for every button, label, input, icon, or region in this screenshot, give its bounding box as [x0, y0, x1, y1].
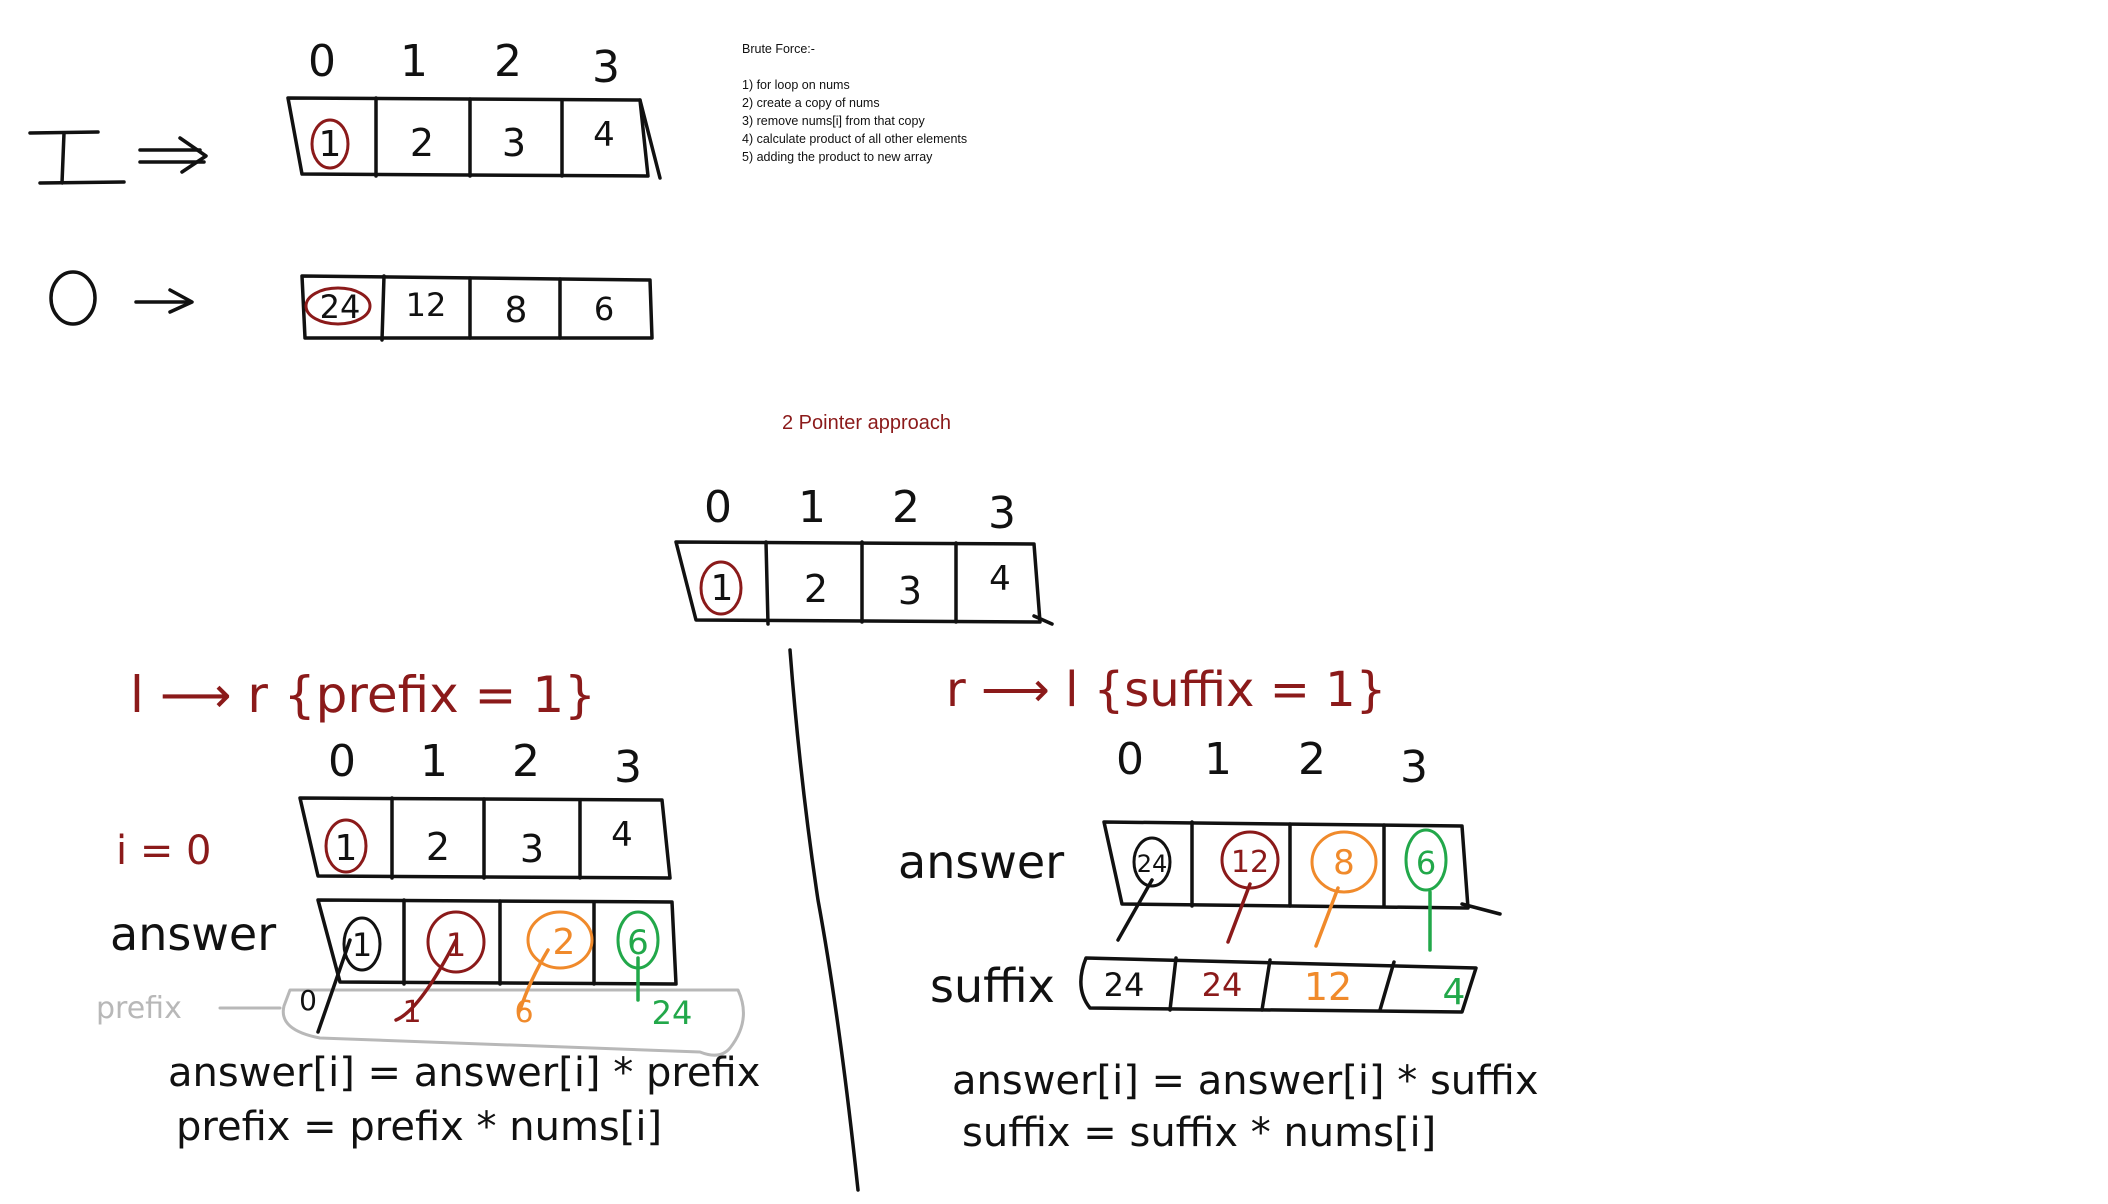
connector-line	[1116, 878, 1154, 942]
connector-line	[518, 948, 550, 1012]
array-cell: 3	[520, 827, 544, 871]
highlight-circle	[310, 118, 350, 170]
right-pass-heading: r ⟶ l {suffix = 1}	[946, 662, 1386, 718]
prefix-highlight	[281, 988, 745, 1057]
index-label: 1	[798, 482, 826, 533]
index-label: 1	[1204, 734, 1232, 785]
prefix-value: 6	[514, 995, 533, 1030]
brute-force-step: 4) calculate product of all other elemen…	[742, 132, 968, 146]
index-label: 2	[892, 482, 920, 533]
array-cell: 2	[410, 121, 434, 165]
formula-line: answer[i] = answer[i] * prefix	[168, 1050, 760, 1096]
output-arrow-icon	[134, 288, 194, 314]
two-pointer-title: 2 Pointer approach	[782, 412, 952, 434]
input-label-glyph	[28, 130, 126, 185]
brute-force-step: 5) adding the product to new array	[742, 150, 933, 164]
suffix-value: 24	[1104, 966, 1145, 1004]
index-label: 3	[592, 42, 620, 93]
loop-index-label: i = 0	[116, 828, 212, 874]
brute-force-notes: Brute Force:- 1) for loop on nums 2) cre…	[742, 40, 967, 166]
index-label: 1	[420, 736, 448, 787]
brute-force-step: 2) create a copy of nums	[742, 96, 880, 110]
array-cell: 8	[1333, 843, 1355, 883]
array-cell: 2	[804, 567, 828, 611]
array-cell: 12	[406, 286, 447, 324]
highlight-circle	[426, 910, 486, 974]
array-cell: 4	[593, 115, 615, 155]
index-label: 3	[988, 488, 1016, 539]
index-label: 0	[704, 482, 732, 533]
output-label-glyph	[49, 270, 97, 326]
index-label: 0	[1116, 734, 1144, 785]
highlight-circle	[526, 910, 594, 970]
brute-force-step: 1) for loop on nums	[742, 78, 850, 92]
index-label: 3	[1400, 742, 1428, 793]
answer-row-label: answer	[110, 907, 276, 961]
highlight-circle	[1310, 830, 1378, 894]
array-cell: 24	[320, 288, 361, 326]
highlight-circle	[1220, 830, 1280, 890]
highlight-circle	[304, 286, 372, 326]
highlight-circle	[1404, 828, 1448, 892]
left-pass-heading: l ⟶ r {prefix = 1}	[130, 666, 596, 724]
prefix-value: 0	[299, 984, 317, 1017]
highlight-circle	[324, 818, 368, 874]
connector-line	[1226, 882, 1252, 944]
array-cell: 1	[711, 568, 734, 609]
highlight-circle	[699, 560, 743, 616]
array-cell: 4	[611, 815, 633, 855]
suffix-value: 12	[1304, 965, 1352, 1009]
brute-force-title: Brute Force:-	[742, 42, 815, 56]
array-cell: 6	[594, 290, 614, 328]
array-cell: 6	[1416, 844, 1436, 882]
highlight-circle	[1132, 836, 1172, 888]
highlight-circle	[342, 916, 382, 972]
array-cell: 4	[989, 559, 1011, 599]
prefix-row-label: prefix	[96, 991, 182, 1026]
right-answer-array-box	[1102, 820, 1502, 916]
array-cell: 24	[1137, 850, 1168, 878]
output-array-box	[300, 274, 654, 342]
prefix-value: 1	[402, 995, 421, 1030]
suffix-array-box	[1079, 956, 1478, 1014]
suffix-row-label: suffix	[930, 959, 1055, 1013]
array-cell: 1	[352, 926, 372, 964]
array-cell: 1	[446, 926, 466, 964]
left-answer-array-box	[316, 898, 678, 986]
index-label: 2	[494, 36, 522, 87]
index-label: 1	[400, 36, 428, 87]
array-cell: 6	[627, 923, 649, 963]
array-cell: 2	[553, 922, 576, 963]
array-cell: 1	[319, 124, 342, 165]
index-label: 2	[1298, 734, 1326, 785]
array-cell: 1	[335, 828, 358, 869]
highlight-circle	[616, 910, 660, 970]
index-label: 0	[328, 736, 356, 787]
formula-line: answer[i] = answer[i] * suffix	[952, 1058, 1539, 1104]
array-cell: 2	[426, 825, 450, 869]
array-cell: 8	[505, 290, 528, 331]
array-cell: 12	[1231, 845, 1269, 880]
formula-line: suffix = suffix * nums[i]	[962, 1110, 1436, 1156]
divider-line	[788, 648, 860, 1192]
array-cell: 3	[898, 569, 922, 613]
nums-array-box	[674, 540, 1054, 626]
array-cell: 3	[502, 121, 526, 165]
connector-line	[1314, 886, 1340, 948]
answer-row-label: answer	[898, 835, 1064, 889]
suffix-value: 4	[1443, 972, 1466, 1013]
connector-line	[394, 938, 458, 1022]
suffix-value: 24	[1202, 966, 1243, 1004]
index-label: 2	[512, 736, 540, 787]
input-arrow-icon	[138, 136, 208, 174]
left-nums-array-box	[298, 796, 672, 880]
index-label: 3	[614, 742, 642, 793]
index-label: 0	[308, 36, 336, 87]
formula-line: prefix = prefix * nums[i]	[176, 1104, 662, 1150]
prefix-value: 24	[652, 994, 693, 1032]
brute-force-step: 3) remove nums[i] from that copy	[742, 114, 925, 128]
input-array-box	[286, 96, 662, 180]
